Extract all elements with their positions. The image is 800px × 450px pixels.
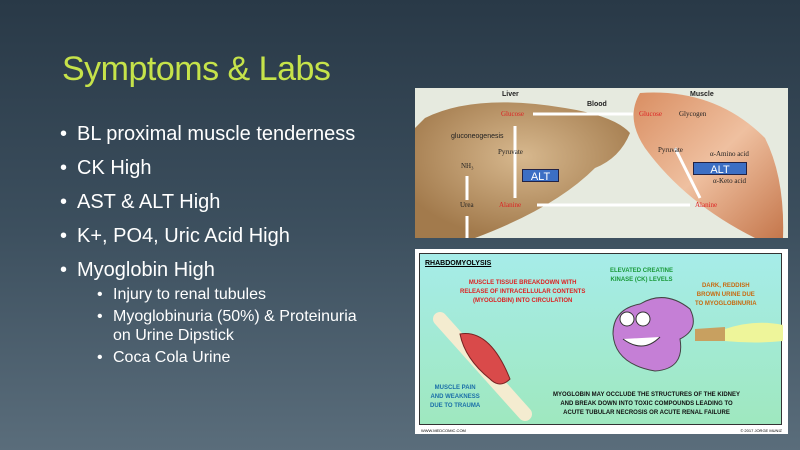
bullet: BL proximal muscle tenderness xyxy=(60,122,372,146)
sub-bullet-list: Injury to renal tubules Myoglobinuria (5… xyxy=(77,285,372,367)
glucose-muscle: Glucose xyxy=(639,110,662,118)
rhabdomyolysis-comic: RHABDOMYOLYSIS MUSCLE TISSUE BREAKDOWN W… xyxy=(415,249,788,434)
bullet-list: BL proximal muscle tenderness CK High AS… xyxy=(60,122,372,377)
blood-label: Blood xyxy=(587,101,607,108)
ck-text: ELEVATED CREATINE KINASE (CK) LEVELS xyxy=(610,268,674,283)
alpha-amino-acid: α-Amino acid xyxy=(710,150,749,158)
slide-title: Symptoms & Labs xyxy=(62,50,331,88)
bullet: K+, PO4, Uric Acid High xyxy=(60,224,372,248)
breakdown-text: MUSCLE TISSUE BREAKDOWN WITH RELEASE OF … xyxy=(460,280,586,304)
alt-label-liver: ALT xyxy=(522,169,559,183)
urea: Urea xyxy=(460,201,474,209)
bullet: Myoglobin High Injury to renal tubules M… xyxy=(60,258,372,367)
comic-illustration xyxy=(433,297,783,421)
site-credit: WWW.MEDCOMIC.COM xyxy=(421,428,466,433)
alanine-liver: Alanine xyxy=(499,201,522,209)
gluconeogenesis: gluconeogenesis xyxy=(451,133,504,140)
bullet: CK High xyxy=(60,156,372,180)
sub-bullet: Injury to renal tubules xyxy=(97,285,372,304)
pain-text: MUSCLE PAIN AND WEAKNESS DUE TO TRAUMA xyxy=(430,385,481,409)
glycogen: Glycogen xyxy=(679,110,707,118)
occlude-text: MYOGLOBIN MAY OCCLUDE THE STRUCTURES OF … xyxy=(553,392,741,416)
author-credit: © 2017 JORGE MUNIZ xyxy=(740,428,782,433)
alt-label-muscle: ALT xyxy=(693,162,747,176)
alanine-muscle: Alanine xyxy=(695,201,718,209)
muscle-label: Muscle xyxy=(690,91,714,98)
nh3: NH₃ xyxy=(461,162,474,170)
comic-title: RHABDOMYOLYSIS xyxy=(425,260,492,267)
alpha-keto-acid: α-Keto acid xyxy=(713,177,747,185)
pyruvate-muscle: Pyruvate xyxy=(658,146,683,154)
bullet-text: Myoglobin High xyxy=(77,259,215,281)
liver-label: Liver xyxy=(502,91,519,98)
pyruvate-liver: Pyruvate xyxy=(498,148,523,156)
sub-bullet: Myoglobinuria (50%) & Proteinuria on Uri… xyxy=(97,307,372,345)
sub-bullet: Coca Cola Urine xyxy=(97,348,372,367)
urine-text: DARK, REDDISH BROWN URINE DUE TO MYOGLOB… xyxy=(695,283,757,307)
alanine-cycle-diagram: Liver Blood Muscle Glucose Glucose Glyco… xyxy=(415,88,788,238)
glucose-liver: Glucose xyxy=(501,110,524,118)
bullet: AST & ALT High xyxy=(60,190,372,214)
